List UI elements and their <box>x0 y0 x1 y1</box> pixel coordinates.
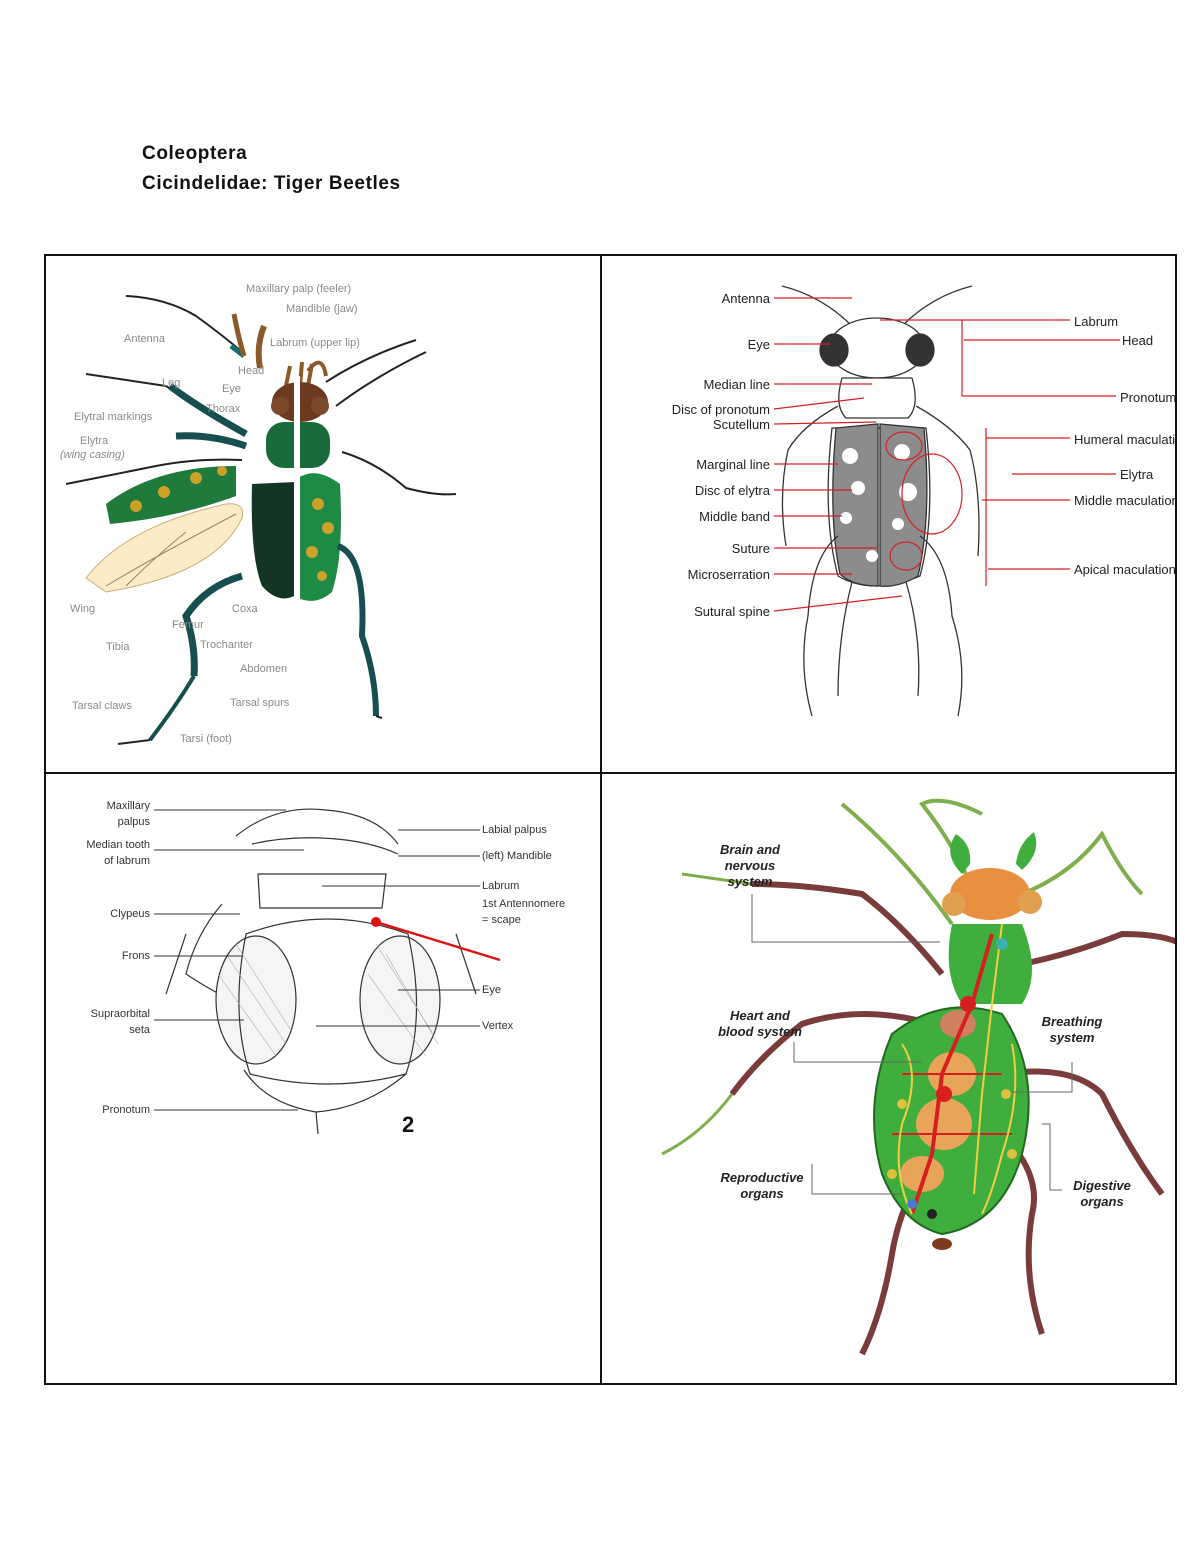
figure-number: 2 <box>402 1112 414 1137</box>
label-elytra: Elytra <box>80 435 109 447</box>
label-reproductive-line2: organs <box>740 1186 783 1201</box>
label-labrum: Labrum <box>482 880 519 892</box>
label-labrum: Labrum (upper lip) <box>270 337 360 349</box>
label-supraorbital: Supraorbital <box>91 1008 150 1020</box>
label-brain-line1: Brain and <box>720 842 781 857</box>
label-humeral-maculation: Humeral maculation <box>1074 432 1175 447</box>
label-mandible: Mandible (jaw) <box>286 303 358 315</box>
label-abdomen: Abdomen <box>240 663 287 675</box>
label-eye: Eye <box>482 984 501 996</box>
label-median-tooth: Median tooth <box>86 839 150 851</box>
label-scape: = scape <box>482 914 521 926</box>
label-maxillary-palp: Maxillary palp (feeler) <box>246 283 351 295</box>
label-heart-line2: blood system <box>718 1024 802 1039</box>
label-leg: Leg <box>162 377 180 389</box>
label-tibia: Tibia <box>106 641 130 653</box>
beetle-outline <box>781 285 980 717</box>
grid-border-left <box>44 254 46 1385</box>
label-sutural-spine: Sutural spine <box>694 604 770 619</box>
label-trochanter: Trochanter <box>200 639 253 651</box>
label-frons: Frons <box>122 950 151 962</box>
label-scutellum: Scutellum <box>713 417 770 432</box>
elytral-maculations <box>840 444 917 562</box>
label-eye: Eye <box>222 383 241 395</box>
leader-lines <box>154 809 480 1111</box>
label-of-labrum: of labrum <box>104 855 150 867</box>
label-middle-band: Middle band <box>699 509 770 524</box>
beetle-illustration <box>65 295 457 745</box>
eye-hatching <box>217 943 439 1057</box>
grid-divider-vertical <box>600 254 602 1385</box>
label-tarsal-claws: Tarsal claws <box>72 700 132 712</box>
dorsal-view-illustration: Antenna Eye Median line Disc of pronotum… <box>672 285 1175 717</box>
internal-anatomy-illustration: Brain and nervous system Heart and blood… <box>661 798 1175 1356</box>
label-tarsi: Tarsi (foot) <box>180 733 232 745</box>
scape-pointer-dot <box>371 917 381 927</box>
label-head: Head <box>238 365 264 377</box>
label-first-antennomere: 1st Antennomere <box>482 898 565 910</box>
figure-grid: Maxillary palp (feeler) Mandible (jaw) A… <box>44 254 1177 1385</box>
label-elytra: Elytra <box>1120 467 1154 482</box>
external-anatomy-panel: Maxillary palp (feeler) Mandible (jaw) A… <box>46 256 600 772</box>
head-detail-panel: Maxillary palpus Median tooth of labrum … <box>46 774 600 1383</box>
label-wing: Wing <box>70 603 95 615</box>
label-antenna: Antenna <box>124 333 166 345</box>
grid-border-right <box>1175 254 1177 1385</box>
label-vertex: Vertex <box>482 1020 514 1032</box>
label-pronotum: Pronotum <box>1120 390 1175 405</box>
label-thorax: Thorax <box>206 403 241 415</box>
label-labial-palpus: Labial palpus <box>482 824 547 836</box>
label-apical-maculation: Apical maculation <box>1074 562 1175 577</box>
head-outline <box>165 808 477 1135</box>
label-breathing-line2: system <box>1050 1030 1095 1045</box>
label-labrum: Labrum <box>1074 314 1118 329</box>
label-tarsal-spurs: Tarsal spurs <box>230 697 290 709</box>
label-eye: Eye <box>748 337 770 352</box>
label-suture: Suture <box>732 541 770 556</box>
leader-lines <box>751 894 1073 1195</box>
label-elytra-note: (wing casing) <box>60 449 125 461</box>
family-title: Cicindelidae: Tiger Beetles <box>142 173 401 194</box>
label-left-mandible: (left) Mandible <box>482 850 552 862</box>
label-antenna: Antenna <box>722 291 771 306</box>
external-anatomy-illustration: Maxillary palp (feeler) Mandible (jaw) A… <box>60 283 457 745</box>
label-middle-maculation: Middle maculation <box>1074 493 1175 508</box>
label-clypeus: Clypeus <box>110 908 150 920</box>
label-brain-line2: nervous <box>725 858 776 873</box>
label-elytral-markings: Elytral markings <box>74 411 153 423</box>
label-pronotum: Pronotum <box>102 1104 150 1116</box>
beetle-illustration <box>661 798 1175 1356</box>
label-breathing-line1: Breathing <box>1042 1014 1103 1029</box>
label-digestive-line2: organs <box>1080 1194 1123 1209</box>
label-median-line: Median line <box>704 377 771 392</box>
label-heart-line1: Heart and <box>730 1008 791 1023</box>
dorsal-view-panel: Antenna Eye Median line Disc of pronotum… <box>602 256 1175 772</box>
label-disc-of-pronotum: Disc of pronotum <box>672 402 770 417</box>
label-maxillary: Maxillary <box>107 800 151 812</box>
order-title: Coleoptera <box>142 143 248 164</box>
label-marginal-line: Marginal line <box>696 457 770 472</box>
label-palpus: palpus <box>118 816 151 828</box>
grid-border-top <box>44 254 1177 256</box>
label-head: Head <box>1122 333 1153 348</box>
leader-lines <box>773 297 1120 612</box>
label-seta: seta <box>129 1024 151 1036</box>
internal-anatomy-panel: Brain and nervous system Heart and blood… <box>602 774 1175 1383</box>
label-digestive-line1: Digestive <box>1073 1178 1131 1193</box>
head-detail-illustration: Maxillary palpus Median tooth of labrum … <box>86 800 565 1137</box>
scape-pointer <box>375 920 501 962</box>
label-coxa: Coxa <box>232 603 259 615</box>
grid-border-bottom <box>44 1383 1177 1385</box>
label-microserration: Microserration <box>688 567 770 582</box>
grid-divider-horizontal <box>44 772 1177 774</box>
label-brain-line3: system <box>728 874 773 889</box>
label-reproductive-line1: Reproductive <box>720 1170 803 1185</box>
label-disc-of-elytra: Disc of elytra <box>695 483 771 498</box>
label-femur: Femur <box>172 619 204 631</box>
